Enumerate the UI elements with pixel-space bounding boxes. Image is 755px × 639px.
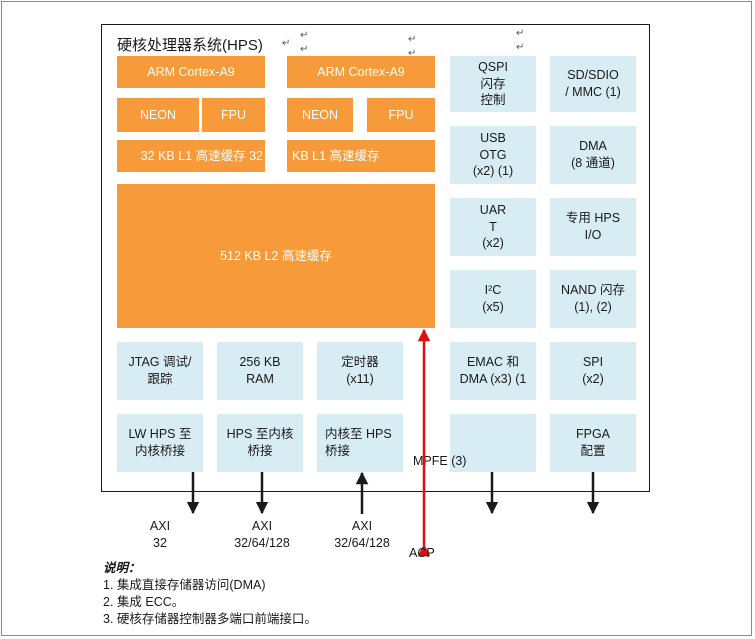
fpga-config-block: FPGA 配置 xyxy=(550,414,636,472)
axi-core-label: AXI 32/64/128 xyxy=(334,519,390,550)
cortex-a9-core-1: ARM Cortex-A9 xyxy=(117,56,265,88)
jtag-debug-block: JTAG 调试/ 跟踪 xyxy=(117,342,203,400)
note-item: 2. 集成 ECC。 xyxy=(103,595,185,609)
neon-unit-1: NEON xyxy=(117,98,199,132)
notes-section: 说明： 1. 集成直接存储器访问(DMA) 2. 集成 ECC。 3. 硬核存储… xyxy=(103,560,317,628)
return-mark: ↵ xyxy=(282,38,291,49)
spi-controller: SPI (x2) xyxy=(550,342,636,400)
i2c-controller: I²C (x5) xyxy=(450,270,536,328)
core-to-hps-bridge: 内核至 HPS 桥接 xyxy=(317,414,403,472)
cortex-a9-core-2: ARM Cortex-A9 xyxy=(287,56,435,88)
return-mark: ↵ xyxy=(300,44,309,55)
note-item: 3. 硬核存储器控制器多端口前端接口。 xyxy=(103,612,317,626)
emac-dma-controller: EMAC 和 DMA (x3) (1 xyxy=(450,342,536,400)
note-item: 1. 集成直接存储器访问(DMA) xyxy=(103,578,266,592)
dedicated-hps-io: 专用 HPS I/O xyxy=(550,198,636,256)
sd-mmc-controller: SD/SDIO / MMC (1) xyxy=(550,56,636,112)
return-mark: ↵ xyxy=(408,48,417,59)
return-mark: ↵ xyxy=(300,30,309,41)
uart-controller: UAR T (x2) xyxy=(450,198,536,256)
l2-cache: 512 KB L2 高速缓存 xyxy=(117,184,435,328)
fpu-unit-2: FPU xyxy=(367,98,435,132)
notes-heading: 说明： xyxy=(103,561,141,575)
lw-hps-to-core-bridge: LW HPS 至 内核桥接 xyxy=(117,414,203,472)
qspi-flash-controller: QSPI 闪存 控制 xyxy=(450,56,536,112)
axi-lw-label: AXI 32/64/128 xyxy=(234,519,290,550)
acp-label: ACP xyxy=(409,546,435,560)
hps-title: 硬核处理器系统(HPS) xyxy=(117,37,263,54)
l1-cache-1: 32 KB L1 高速缓存 32 xyxy=(117,140,265,172)
ram-block: 256 KB RAM xyxy=(217,342,303,400)
return-mark: ↵ xyxy=(516,42,525,53)
axi32-label: AXI 32 xyxy=(149,519,171,550)
nand-flash-controller: NAND 闪存 (1), (2) xyxy=(550,270,636,328)
usb-otg-controller: USB OTG (x2) (1) xyxy=(450,126,536,184)
neon-unit-2: NEON xyxy=(287,98,353,132)
return-mark: ↵ xyxy=(408,34,417,45)
mpfe-block xyxy=(450,414,536,472)
timer-block: 定时器 (x11) xyxy=(317,342,403,400)
l1-cache-2: KB L1 高速缓存 xyxy=(287,140,435,172)
dma-controller: DMA (8 通道) xyxy=(550,126,636,184)
fpu-unit-1: FPU xyxy=(199,98,265,132)
hps-to-core-bridge: HPS 至内核 桥接 xyxy=(217,414,303,472)
return-mark: ↵ xyxy=(516,28,525,39)
